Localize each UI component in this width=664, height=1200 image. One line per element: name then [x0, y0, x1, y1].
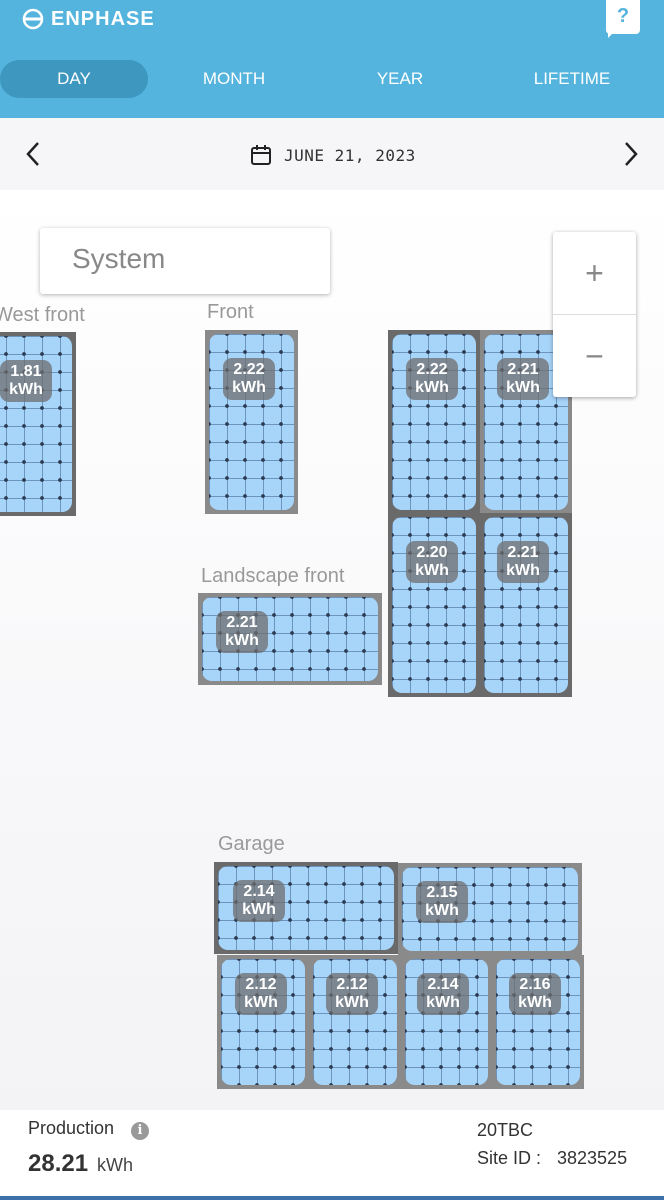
group-label-west-front: West front [0, 304, 85, 326]
site-id-value: 3823525 [557, 1148, 628, 1168]
help-bubble-tail [608, 30, 616, 38]
production-value: 28.21 [28, 1150, 89, 1177]
production-unit: kWh [97, 1155, 133, 1175]
selected-date: JUNE 21, 2023 [284, 145, 416, 165]
view-selector-label: System [72, 243, 166, 274]
calendar-icon [251, 145, 271, 165]
solar-panel[interactable] [217, 955, 309, 1089]
help-icon: ? [616, 5, 630, 27]
enphase-logo: ENPHASE [22, 6, 155, 32]
group-label-garage: Garage [218, 833, 285, 855]
production-label: Production [28, 1118, 115, 1138]
date-navigation: JUNE 21, 2023 [0, 118, 664, 190]
site-id-label: Site ID : [477, 1148, 542, 1168]
date-picker[interactable]: JUNE 21, 2023 [250, 144, 416, 166]
tab-lifetime[interactable]: LIFETIME [533, 69, 611, 88]
zoom-out-button[interactable]: − [585, 338, 604, 374]
app-header: ENPHASE ? DAY MONTH YEAR LIFETIME [0, 0, 664, 118]
site-name: 20TBC [477, 1120, 534, 1140]
enphase-logo-icon [22, 8, 44, 30]
bottom-accent-bar [0, 1196, 664, 1200]
zoom-controls: + − [553, 232, 636, 397]
array-map[interactable]: System West front Front Landscape front … [0, 190, 664, 1110]
previous-day-icon[interactable] [24, 140, 42, 168]
view-selector[interactable]: System [40, 228, 330, 294]
info-icon[interactable]: i [131, 1122, 149, 1140]
next-day-icon[interactable] [622, 140, 640, 168]
help-button[interactable]: ? [606, 0, 640, 34]
tab-month[interactable]: MONTH [202, 69, 266, 88]
group-label-front: Front [207, 301, 254, 323]
tab-day[interactable]: DAY [0, 60, 148, 98]
tab-year[interactable]: YEAR [376, 69, 424, 88]
zoom-divider [553, 314, 636, 315]
group-label-landscape-front: Landscape front [201, 565, 345, 587]
zoom-in-button[interactable]: + [585, 255, 604, 291]
brand-name: ENPHASE [51, 7, 155, 30]
